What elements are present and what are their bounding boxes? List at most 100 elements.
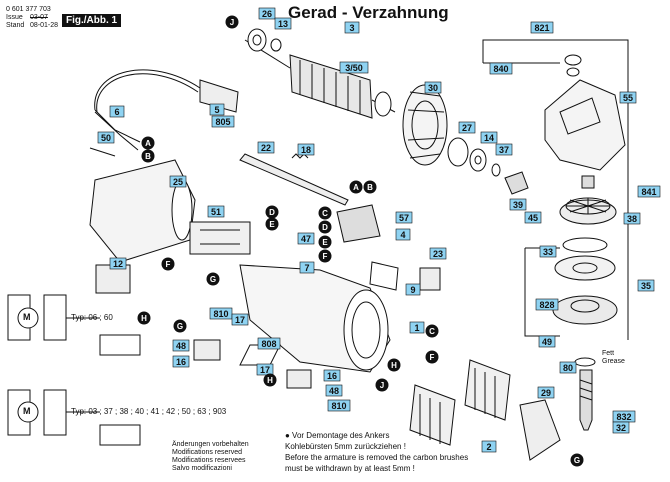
issue-label: Issue — [6, 14, 23, 21]
svg-text:48: 48 — [176, 341, 186, 351]
svg-text:A: A — [145, 139, 151, 148]
svg-text:30: 30 — [428, 83, 438, 93]
svg-text:32: 32 — [616, 423, 626, 433]
clip-23 — [419, 267, 441, 291]
svg-text:832: 832 — [616, 412, 631, 422]
svg-text:16: 16 — [176, 357, 186, 367]
armature-note-line-2: Kohlebürsten 5mm zurückziehen ! — [285, 442, 406, 451]
grease-note-en: Grease — [602, 358, 625, 365]
part-label-48: 48 — [325, 384, 343, 397]
svg-text:2: 2 — [486, 442, 491, 452]
issue-value: 03-07 — [30, 14, 48, 21]
part-label-80: 80 — [559, 361, 577, 374]
part-label-805: 805 — [211, 115, 235, 128]
part-label-6: 6 — [109, 105, 125, 118]
svg-text:F: F — [166, 260, 171, 269]
part-label-828: 828 — [535, 298, 559, 311]
connector-circle-h: H — [387, 358, 401, 372]
stand-value: 08-01-28 — [30, 22, 59, 29]
ring-33 — [562, 237, 608, 253]
part-label-32: 32 — [612, 421, 630, 434]
figure-label: Fig./Abb. 1 — [62, 14, 122, 27]
svg-text:12: 12 — [113, 259, 123, 269]
svg-text:F: F — [323, 252, 328, 261]
crown-gear-38 — [559, 197, 617, 225]
plate-9 — [369, 261, 399, 291]
part-label-16: 16 — [323, 369, 341, 382]
part-label-840: 840 — [489, 62, 513, 75]
svg-text:E: E — [269, 220, 275, 229]
spindle-832 — [579, 369, 593, 431]
connector-circle-h: H — [263, 373, 277, 387]
bearing-13 — [270, 38, 282, 52]
svg-text:840: 840 — [493, 64, 508, 74]
connector-circle-j: J — [375, 378, 389, 392]
brush-810-top — [193, 339, 221, 361]
svg-text:B: B — [145, 152, 151, 161]
svg-text:G: G — [177, 322, 183, 331]
part-label-2: 2 — [481, 440, 497, 453]
svg-text:821: 821 — [534, 23, 549, 33]
svg-text:50: 50 — [101, 133, 111, 143]
part-label-26: 26 — [258, 7, 276, 20]
housing-cover-25 — [89, 159, 196, 263]
gear-housing-drawing — [544, 54, 626, 171]
connector-circle-c: C — [425, 324, 439, 338]
connector-circle-f: F — [425, 350, 439, 364]
typ-b-label: Typ: 03 ; 37 ; 38 ; 40 ; 41 ; 42 ; 50 ; … — [71, 407, 227, 416]
connector-circle-h: H — [137, 311, 151, 325]
part-label-5: 5 — [209, 103, 225, 116]
part-label-13: 13 — [274, 17, 292, 30]
part-label-3: 3 — [344, 21, 360, 34]
svg-text:23: 23 — [433, 249, 443, 259]
part-label-37: 37 — [495, 143, 513, 156]
part-label-14: 14 — [480, 131, 498, 144]
spring-18 — [291, 153, 309, 159]
part-label-45: 45 — [524, 211, 542, 224]
part-label-17: 17 — [231, 313, 249, 326]
svg-text:810: 810 — [213, 309, 228, 319]
flange-35 — [554, 255, 616, 281]
part-label-17: 17 — [256, 363, 274, 376]
typ-a-label: Typ: 06 ; 60 — [71, 313, 113, 322]
motor-symbol-a: M — [23, 312, 31, 322]
disclaimer-line-4: Salvo modificazioni — [172, 465, 232, 472]
brush-block-4 — [336, 204, 381, 243]
screw-50 — [89, 147, 116, 157]
svg-text:G: G — [210, 275, 216, 284]
part-label-3-50: 3/50 — [339, 61, 369, 74]
part-label-55: 55 — [619, 91, 637, 104]
armature-drawing — [244, 39, 396, 119]
armature-note-line-4: must be withdrawn by at least 5mm ! — [285, 464, 415, 473]
bracket-828 — [524, 248, 560, 337]
svg-text:13: 13 — [278, 19, 288, 29]
svg-text:5: 5 — [214, 105, 219, 115]
svg-text:33: 33 — [543, 247, 553, 257]
connector-circle-e: E — [265, 217, 279, 231]
fan-drawing — [402, 84, 448, 166]
switch-51 — [189, 221, 251, 255]
part-label-4: 4 — [395, 228, 411, 241]
part-label-810: 810 — [327, 399, 351, 412]
svg-text:841: 841 — [641, 187, 656, 197]
disclaimer-line-2: Modifications reserved — [172, 449, 243, 456]
svg-text:25: 25 — [173, 177, 183, 187]
ring-27 — [447, 137, 469, 167]
part-label-23: 23 — [429, 247, 447, 260]
svg-text:3/50: 3/50 — [345, 63, 363, 73]
svg-text:29: 29 — [541, 388, 551, 398]
part-label-38: 38 — [623, 212, 641, 225]
plug-5 — [199, 79, 239, 113]
svg-text:45: 45 — [528, 213, 538, 223]
svg-text:6: 6 — [114, 107, 119, 117]
svg-text:805: 805 — [215, 117, 230, 127]
svg-text:27: 27 — [462, 123, 472, 133]
svg-text:810: 810 — [331, 401, 346, 411]
cable-6 — [94, 69, 201, 111]
svg-text:1: 1 — [414, 323, 419, 333]
svg-text:J: J — [380, 381, 384, 390]
svg-text:J: J — [230, 18, 234, 27]
diagram-title: Gerad - Verzahnung — [288, 3, 449, 22]
svg-text:18: 18 — [301, 145, 311, 155]
